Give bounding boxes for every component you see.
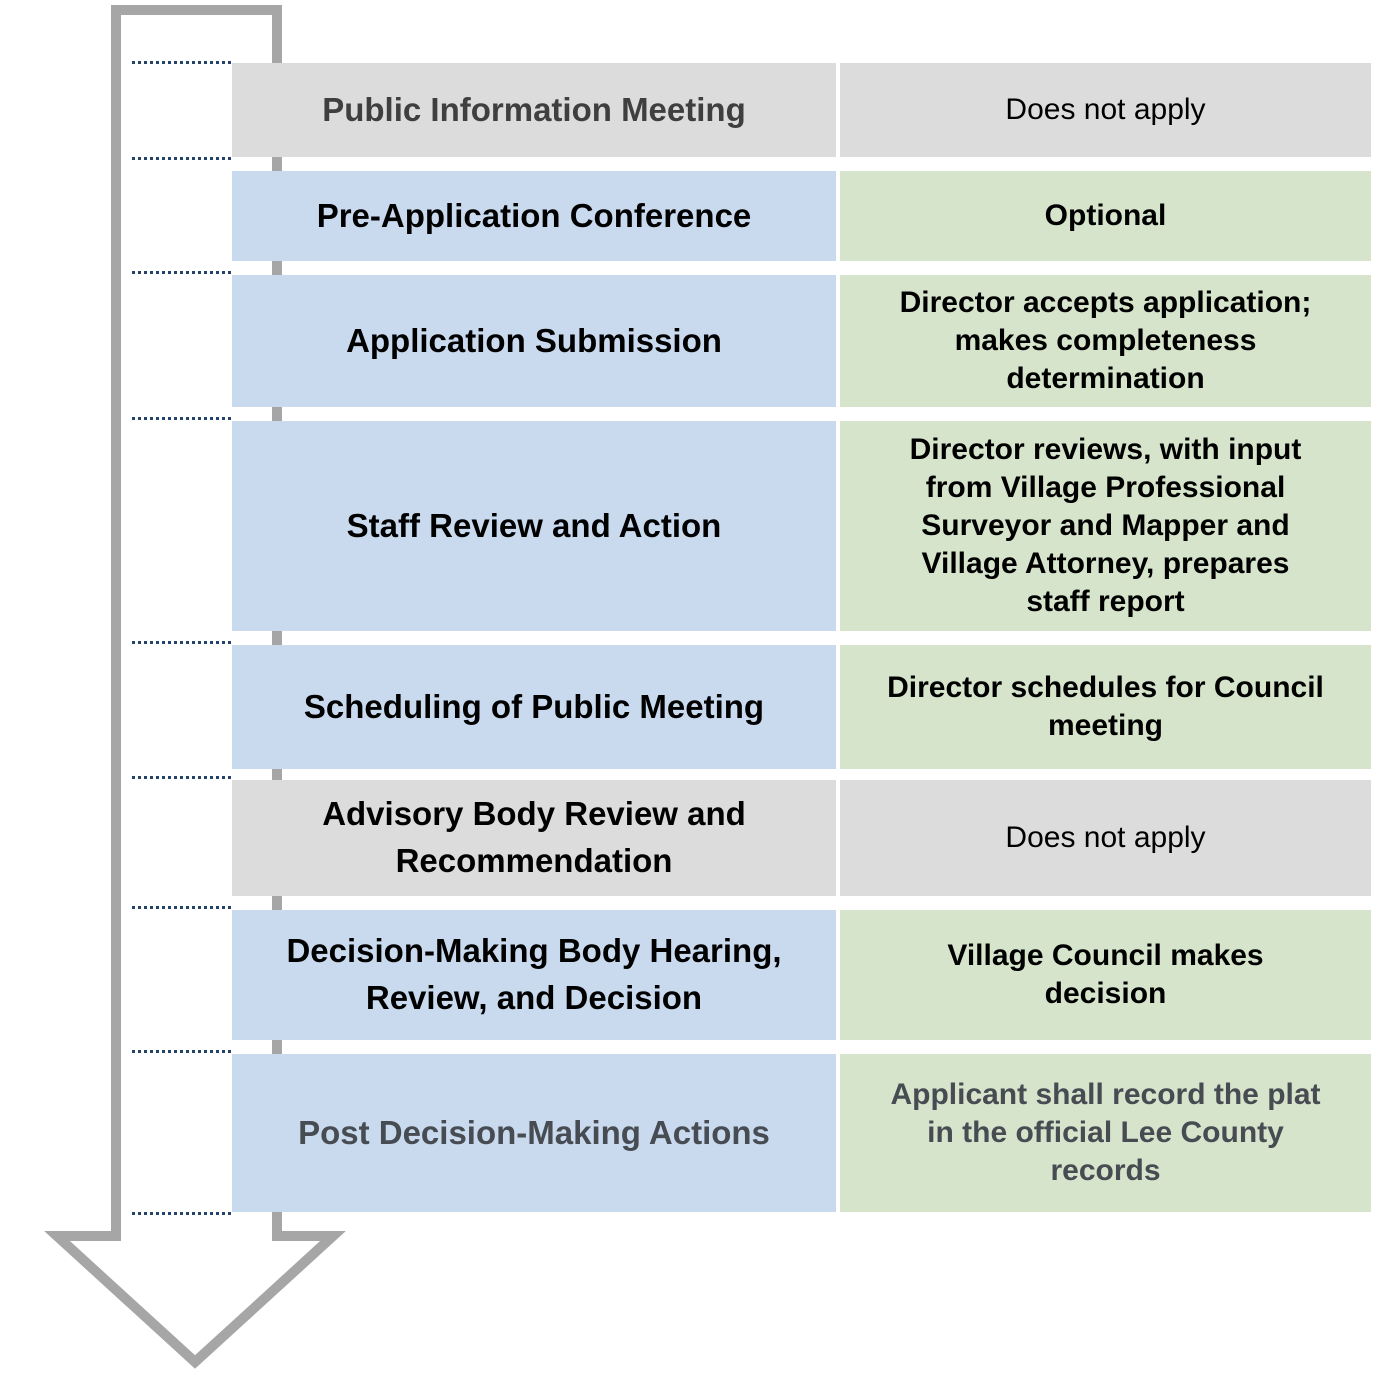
step-box-pre-application-conference: Pre-Application Conference (232, 171, 836, 261)
detail-label: Village Council makes decision (947, 939, 1264, 1010)
step-label: Advisory Body Review and Recommendation (322, 795, 746, 879)
detail-box-post-decision-making-actions: Applicant shall record the plat in the o… (840, 1054, 1371, 1212)
dotted-tick-line (132, 776, 232, 779)
detail-label: Does not apply (1005, 93, 1206, 126)
step-label: Application Submission (346, 321, 722, 359)
detail-label: Optional (1044, 199, 1167, 232)
dotted-tick-line (132, 271, 232, 274)
step-label: Staff Review and Action (346, 506, 722, 544)
dotted-tick-line (132, 1212, 232, 1215)
step-box-staff-review-and-action: Staff Review and Action (232, 421, 836, 631)
detail-box-advisory-body-review: Does not apply (840, 780, 1371, 896)
detail-box-application-submission: Director accepts application; makes comp… (840, 275, 1371, 407)
detail-box-decision-making-body-hearing: Village Council makes decision (840, 910, 1371, 1040)
detail-label: Director schedules for Council meeting (887, 671, 1324, 742)
detail-label: Does not apply (1005, 821, 1206, 854)
detail-box-public-information-meeting: Does not apply (840, 63, 1371, 157)
detail-box-pre-application-conference: Optional (840, 171, 1371, 261)
step-label: Post Decision-Making Actions (298, 1113, 770, 1151)
step-box-application-submission: Application Submission (232, 275, 836, 407)
step-label: Scheduling of Public Meeting (303, 687, 765, 725)
detail-box-scheduling-of-public-meeting: Director schedules for Council meeting (840, 645, 1371, 769)
dotted-tick-line (132, 1050, 232, 1053)
dotted-tick-line (132, 157, 232, 160)
dotted-tick-line (132, 641, 232, 644)
dotted-tick-line (132, 417, 232, 420)
step-box-scheduling-of-public-meeting: Scheduling of Public Meeting (232, 645, 836, 769)
step-box-public-information-meeting: Public Information Meeting (232, 63, 836, 157)
detail-label: Applicant shall record the plat in the o… (890, 1078, 1321, 1187)
step-box-advisory-body-review: Advisory Body Review and Recommendation (232, 780, 836, 896)
step-label: Public Information Meeting (322, 90, 746, 128)
detail-label: Director accepts application; makes comp… (899, 286, 1312, 395)
detail-box-staff-review-and-action: Director reviews, with input from Villag… (840, 421, 1371, 631)
detail-label: Director reviews, with input from Villag… (909, 433, 1302, 618)
step-label: Decision-Making Body Hearing, Review, an… (286, 932, 782, 1016)
step-box-decision-making-body-hearing: Decision-Making Body Hearing, Review, an… (232, 910, 836, 1040)
step-box-post-decision-making-actions: Post Decision-Making Actions (232, 1054, 836, 1212)
dotted-tick-line (132, 906, 232, 909)
step-label: Pre-Application Conference (316, 196, 752, 234)
dotted-tick-line (132, 61, 232, 64)
